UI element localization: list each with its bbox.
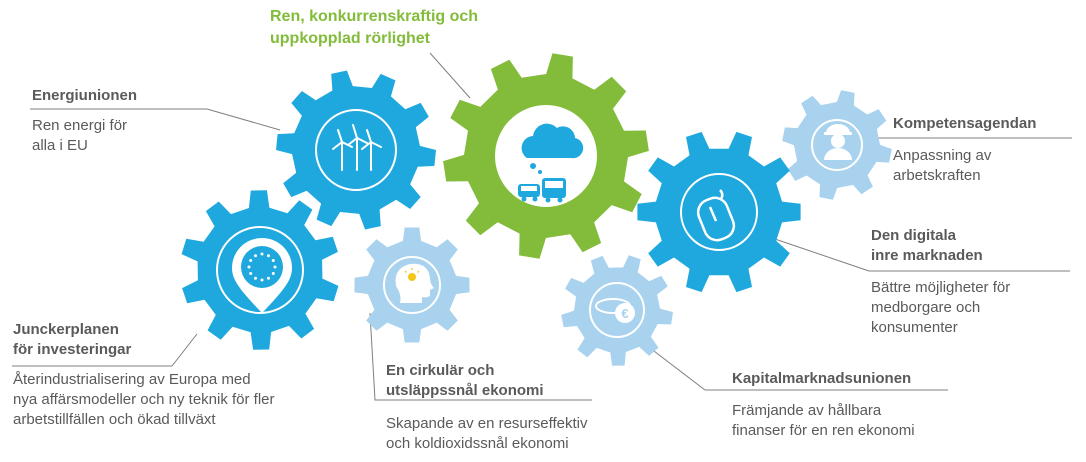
eu-star bbox=[254, 276, 257, 280]
cloud-vehicles-icon bbox=[518, 123, 584, 203]
gear-hub-ring bbox=[383, 256, 441, 314]
svg-text:€: € bbox=[621, 306, 628, 321]
gear-hub-ring bbox=[680, 173, 758, 251]
eu-star bbox=[249, 259, 253, 262]
desc-digitala-line1: Bättre möjligheter för bbox=[871, 279, 1011, 296]
eu-star bbox=[271, 272, 275, 275]
gear-hub-ring bbox=[589, 282, 645, 338]
desc-kapital-line1: Främjande av hållbara bbox=[732, 402, 882, 419]
title-digitala-line1: Den digitala bbox=[871, 227, 957, 244]
desc-energiunionen-line1: Ren energi för bbox=[32, 117, 128, 134]
desc-digitala-line3: konsumenter bbox=[871, 319, 958, 336]
eu-location-pin-icon bbox=[232, 238, 292, 313]
desc-digitala-line2: medborgare och bbox=[871, 299, 981, 316]
desc-kompetensagendan-line2: arbetskraften bbox=[893, 167, 981, 184]
eu-star bbox=[271, 259, 275, 262]
eu-star bbox=[247, 265, 251, 269]
title-ren-rorlighet-line2: uppkopplad rörlighet bbox=[270, 30, 430, 47]
title-juncker-line1: Junckerplanen bbox=[13, 321, 119, 338]
gear-hub-ring bbox=[315, 109, 397, 191]
title-energiunionen: Energiunionen bbox=[32, 87, 137, 104]
eu-star bbox=[254, 254, 257, 258]
desc-energiunionen-line2: alla i EU bbox=[32, 137, 88, 154]
euro-coins-icon: € bbox=[595, 298, 635, 323]
eu-star bbox=[267, 276, 270, 280]
desc-juncker-line3: arbetstillfällen och ökad tillväxt bbox=[13, 411, 216, 428]
worker-icon bbox=[824, 124, 852, 160]
gear-digitala-marknaden bbox=[637, 131, 801, 293]
desc-kapital-line2: finanser för en ren ekonomi bbox=[732, 422, 915, 439]
eu-star bbox=[260, 278, 264, 282]
desc-cirkular-line1: Skapande av en resurseffektiv bbox=[386, 415, 588, 432]
desc-kompetensagendan-line1: Anpassning av bbox=[893, 147, 992, 164]
desc-juncker-line1: Återindustrialisering av Europa med bbox=[13, 371, 251, 388]
gear-hub-ring bbox=[495, 105, 597, 207]
title-kompetensagendan: Kompetensagendan bbox=[893, 115, 1037, 132]
title-cirkular-line2: utsläppssnål ekonomi bbox=[386, 382, 544, 399]
title-cirkular-line1: En cirkulär och bbox=[386, 362, 495, 379]
computer-mouse-icon bbox=[696, 189, 736, 242]
gear-hub bbox=[681, 174, 757, 250]
title-juncker-line2: för investeringar bbox=[13, 341, 132, 358]
wind-turbines-icon bbox=[332, 124, 382, 171]
title-kapitalmarknadsunionen: Kapitalmarknadsunionen bbox=[732, 370, 912, 387]
desc-cirkular-line2: och koldioxidssnål ekonomi bbox=[386, 435, 569, 452]
head-lightbulb-icon bbox=[395, 263, 434, 303]
eu-star bbox=[267, 254, 270, 258]
eu-star bbox=[273, 265, 277, 269]
eu-star bbox=[260, 252, 264, 256]
gear-hub-ring bbox=[811, 119, 863, 171]
connector-lines bbox=[12, 52, 1072, 401]
title-ren-rorlighet-line1: Ren, konkurrenskraftig och bbox=[270, 8, 479, 25]
title-digitala-line2: inre marknaden bbox=[871, 247, 983, 264]
gear-hub-ring bbox=[216, 226, 304, 314]
eu-star bbox=[249, 272, 253, 275]
desc-juncker-line2: nya affärsmodeller och ny teknik för fle… bbox=[13, 391, 275, 408]
